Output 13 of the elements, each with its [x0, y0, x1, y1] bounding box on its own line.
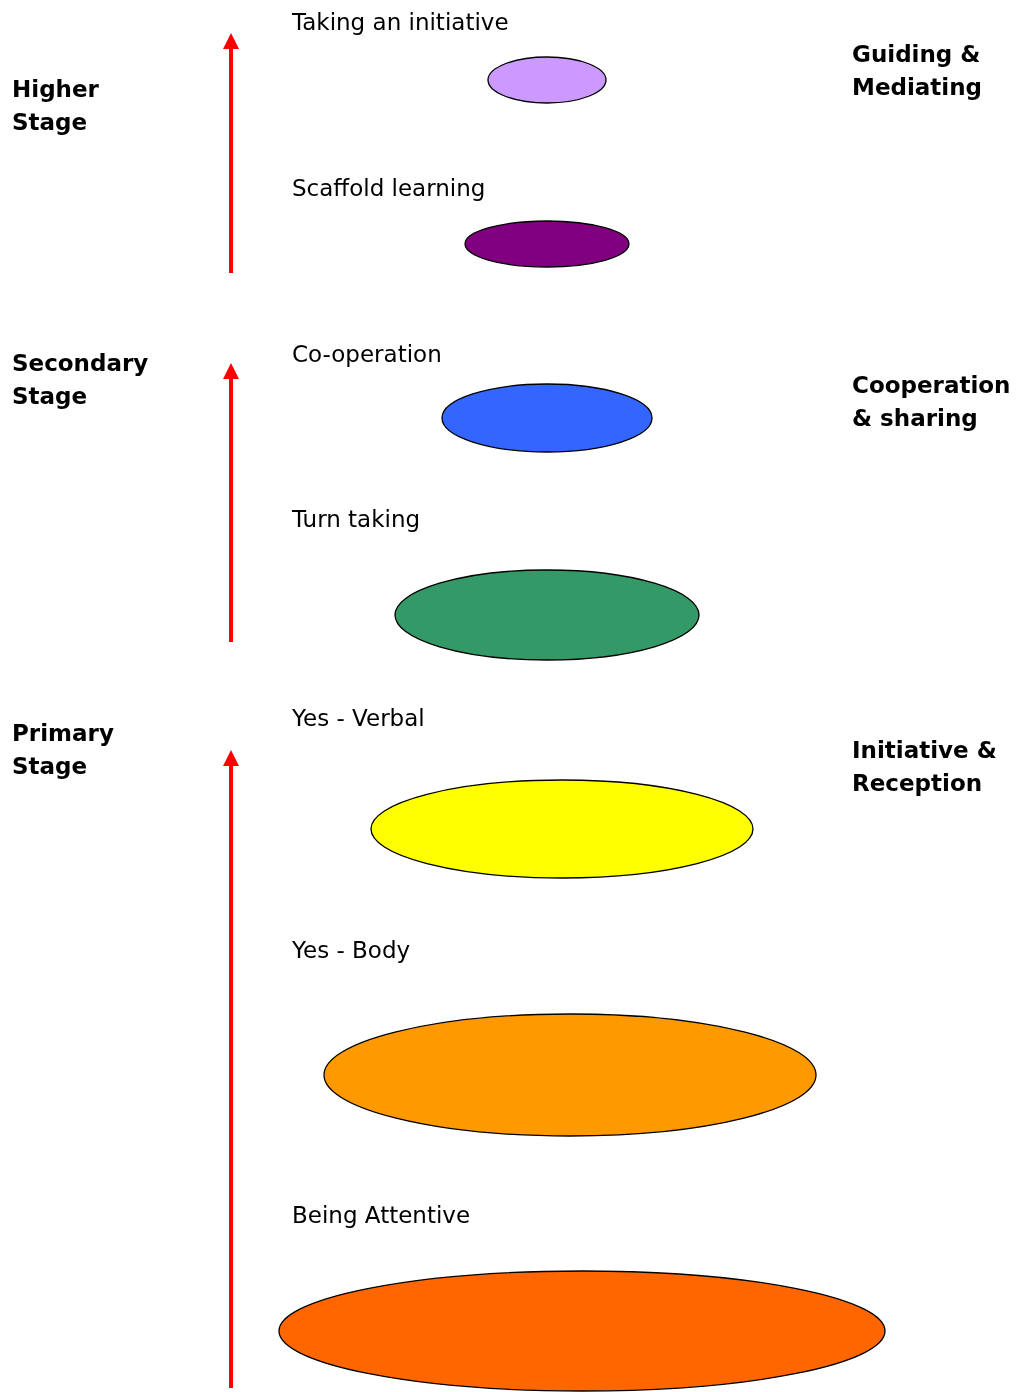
level-heading: Taking an initiative	[292, 8, 509, 36]
level-heading: Scaffold learning	[292, 174, 486, 202]
level-heading: Turn taking	[292, 505, 421, 533]
level-heading: Yes - Verbal	[292, 704, 425, 732]
stage-description: Initiative & Reception	[852, 736, 998, 798]
level-heading: Being Attentive	[292, 1201, 471, 1229]
stage-label: Higher Stage	[12, 75, 100, 137]
stage-label: Primary Stage	[12, 719, 115, 781]
level-heading: Co-operation	[292, 340, 442, 368]
stage-description: Cooperation & sharing	[852, 371, 1012, 433]
stage-label: Secondary Stage	[12, 349, 150, 411]
level-heading: Yes - Body	[292, 936, 411, 964]
stage-description: Guiding & Mediating	[852, 40, 984, 102]
